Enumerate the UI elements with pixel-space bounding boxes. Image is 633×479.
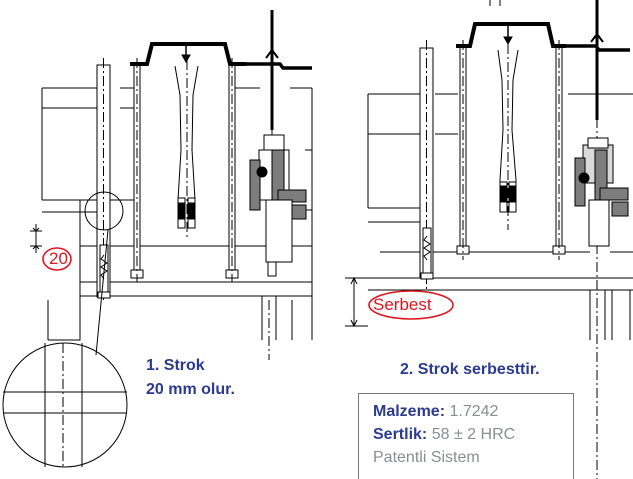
- dimension-20-label: 20: [49, 249, 68, 268]
- left-caption-line-1: 1. Strok: [146, 357, 205, 374]
- left-caption-line-2: 20 mm olur.: [146, 381, 235, 398]
- serbest-label: Serbest: [373, 295, 432, 314]
- right-top-bracket: [456, 22, 566, 48]
- left-assembly: [2, 10, 313, 468]
- detail-marker-circle: [84, 191, 124, 231]
- right-caption: 2. Strok serbesttir.: [400, 361, 540, 378]
- spec-hardness-label: Sertlik:: [373, 426, 428, 443]
- serbest-marker: [368, 290, 454, 320]
- spec-box: Malzeme: 1.7242 Sertlik: 58 ± 2 HRC Pate…: [358, 393, 574, 479]
- spec-material-value: 1.7242: [449, 403, 499, 420]
- spec-hardness: Sertlik: 58 ± 2 HRC: [373, 423, 573, 446]
- left-body-outline: [41, 87, 97, 341]
- left-top-bracket: [130, 42, 246, 66]
- spec-hardness-value: 58 ± 2 HRC: [431, 426, 516, 443]
- detail-magnified-circle: [2, 342, 128, 468]
- right-assembly: [345, 0, 633, 479]
- spec-system: Patentli Sistem: [373, 449, 480, 466]
- dimension-20-marker: [42, 247, 72, 271]
- spec-material: Malzeme: 1.7242: [373, 400, 573, 423]
- spec-material-label: Malzeme:: [373, 403, 446, 420]
